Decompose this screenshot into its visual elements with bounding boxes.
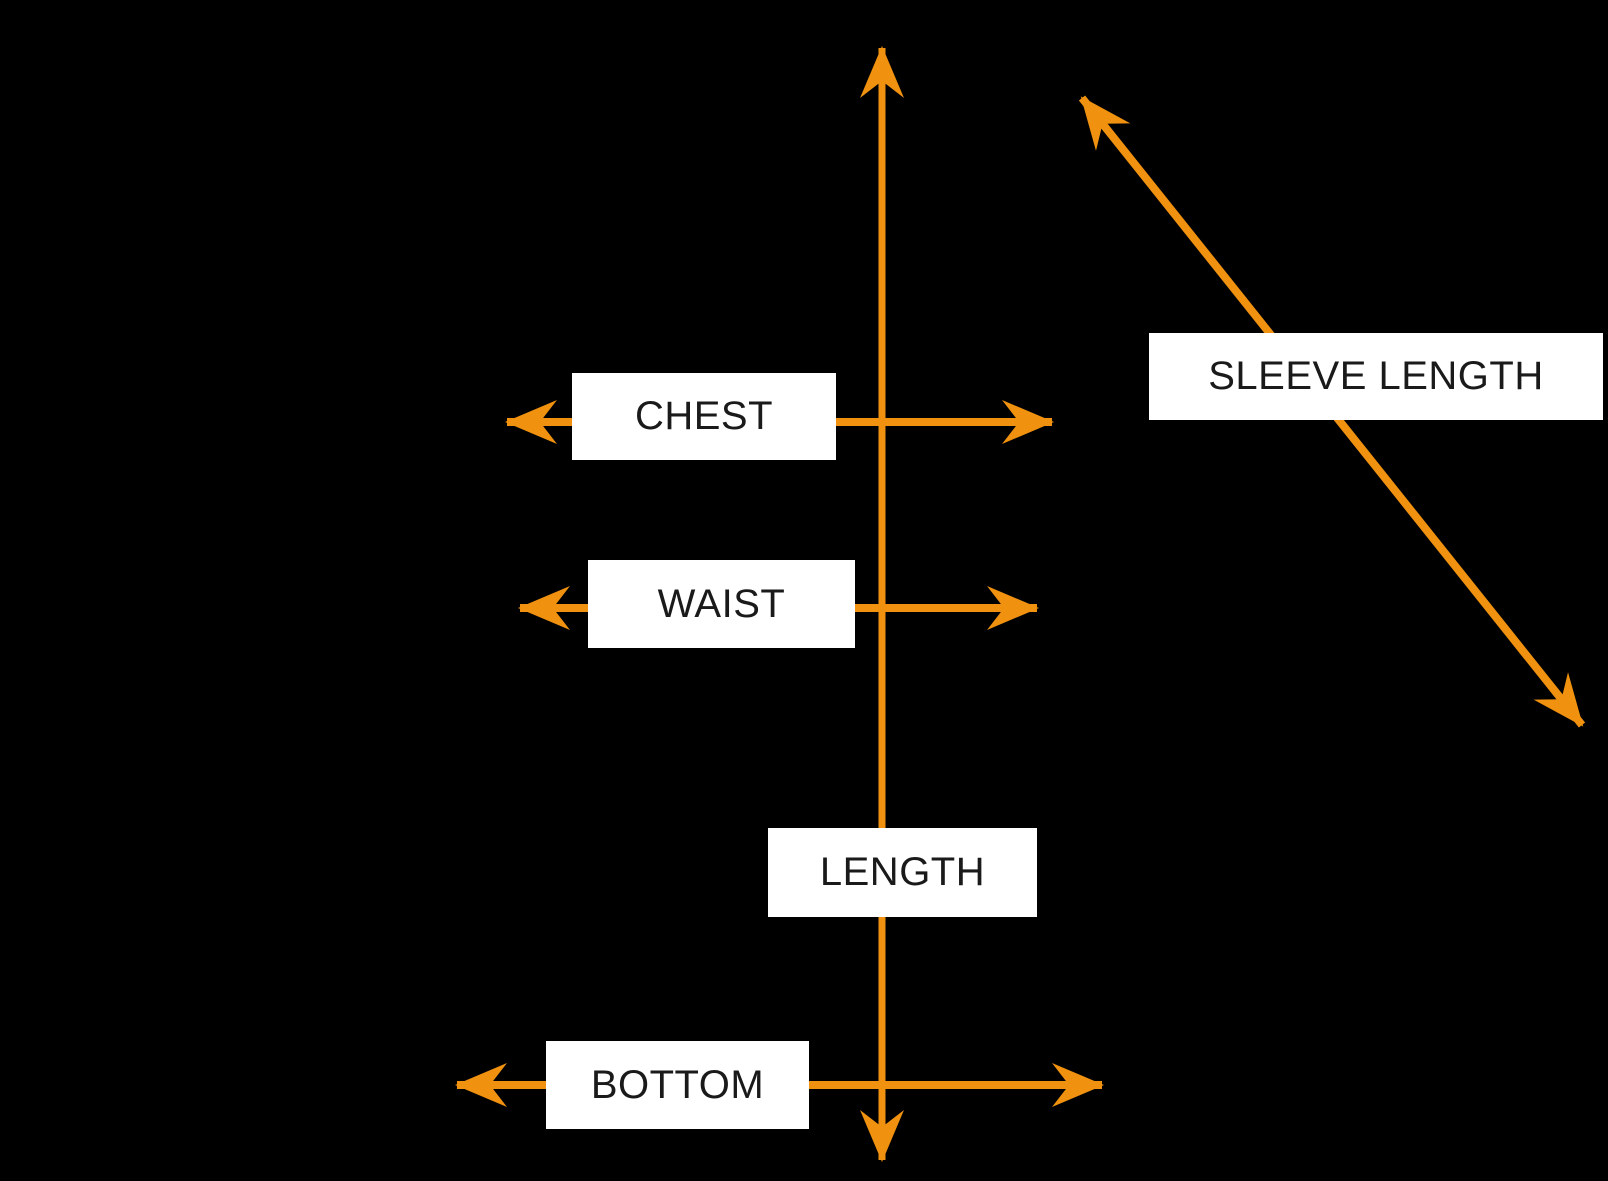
length-label: LENGTH — [768, 828, 1037, 917]
waist-label: WAIST — [588, 560, 855, 648]
bottom-label: BOTTOM — [546, 1041, 809, 1129]
chest-label: CHEST — [572, 373, 836, 460]
sleeve-length-label: SLEEVE LENGTH — [1149, 333, 1603, 420]
